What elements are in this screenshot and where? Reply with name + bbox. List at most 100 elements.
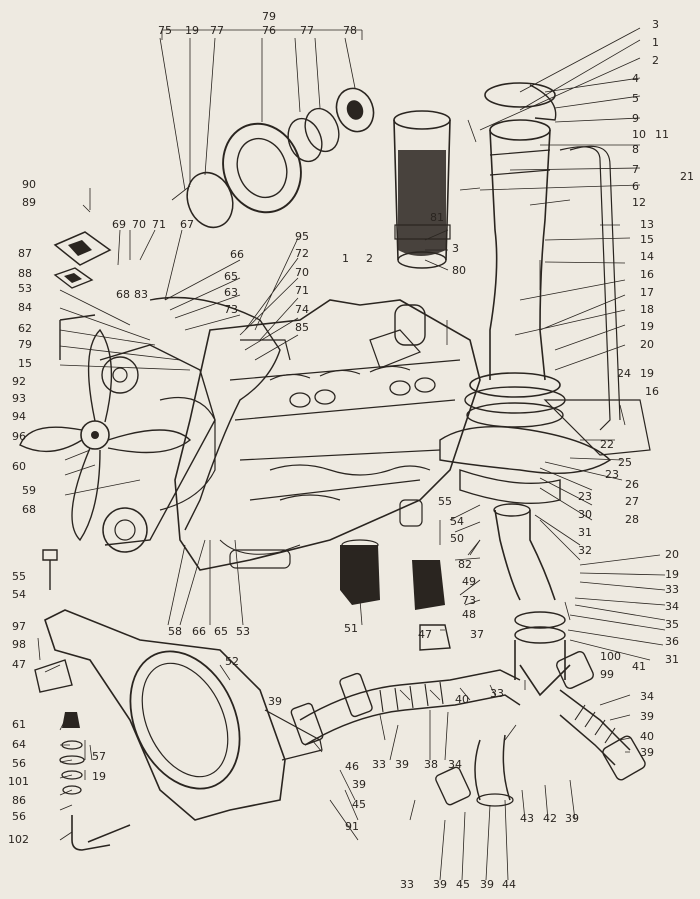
callout: 75 [158, 24, 172, 37]
callout: 61 [12, 718, 26, 731]
callout: 38 [424, 758, 438, 771]
callout: 43 [520, 812, 534, 825]
callout: 56 [12, 810, 26, 823]
callout: 19 [92, 770, 106, 783]
callout: 49 [462, 575, 476, 588]
callout: 82 [458, 558, 472, 571]
callout: 45 [456, 878, 470, 891]
callout: 9 [632, 112, 639, 125]
callout: 1 [652, 36, 659, 49]
callout: 78 [343, 24, 357, 37]
callout: 79 [18, 338, 32, 351]
callout: 3 [452, 242, 459, 255]
callout: 39 [352, 778, 366, 791]
callout: 102 [8, 833, 29, 846]
callout: 65 [224, 270, 238, 283]
callout: 8 [632, 143, 639, 156]
callout: 85 [295, 321, 309, 334]
callout: 13 [640, 218, 654, 231]
callout: 48 [462, 608, 476, 621]
callout: 33 [490, 687, 504, 700]
callout: 73 [224, 303, 238, 316]
callout: 74 [295, 303, 309, 316]
callout: 55 [12, 570, 26, 583]
callout: 64 [12, 738, 26, 751]
callout: 3 [652, 18, 659, 31]
callout: 20 [665, 548, 679, 561]
mount-blocks [34, 539, 451, 693]
callout: 6 [632, 180, 639, 193]
leader-lines [44, 27, 666, 881]
callout: 10 [632, 128, 646, 141]
callout: 92 [12, 375, 26, 388]
callout: 89 [22, 196, 36, 209]
callout: 39 [268, 695, 282, 708]
callout: 34 [448, 758, 462, 771]
callout: 5 [632, 92, 639, 105]
callout: 47 [418, 628, 432, 641]
callout: 40 [640, 730, 654, 743]
callout: 24 [617, 367, 631, 380]
callout: 2 [652, 54, 659, 67]
callout: 73 [462, 594, 476, 607]
callout: 66 [192, 625, 206, 638]
callout: 71 [152, 218, 166, 231]
callout: 15 [18, 357, 32, 370]
callout: 81 [430, 211, 444, 224]
callout: 83 [134, 288, 148, 301]
callout-labels: 79 75 19 77 76 77 78 3 1 2 4 5 9 10 11 8… [8, 10, 694, 891]
callout: 39 [640, 710, 654, 723]
oil-tube [59, 296, 291, 531]
callout: 26 [625, 478, 639, 491]
intake-pipe [439, 82, 651, 505]
fan [19, 328, 216, 553]
callout: 25 [618, 456, 632, 469]
callout: 15 [640, 233, 654, 246]
engine-mount-frame [44, 609, 323, 821]
callout: 34 [640, 690, 654, 703]
callout: 23 [578, 490, 592, 503]
callout: 22 [600, 438, 614, 451]
callout: 39 [640, 746, 654, 759]
callout: 2 [366, 252, 373, 265]
callout: 21 [680, 170, 694, 183]
callout: 98 [12, 638, 26, 651]
callout: 55 [438, 495, 452, 508]
callout: 19 [640, 320, 654, 333]
callout: 100 [600, 650, 621, 663]
callout: 1 [342, 252, 349, 265]
callout: 53 [18, 282, 32, 295]
callout: 42 [543, 812, 557, 825]
callout: 51 [344, 622, 358, 635]
callout: 86 [12, 794, 26, 807]
callout: 34 [665, 600, 679, 613]
callout: 44 [502, 878, 516, 891]
callout: 79 [262, 10, 276, 23]
callout: 66 [230, 248, 244, 261]
callout: 57 [92, 750, 106, 763]
callout: 11 [655, 128, 669, 141]
callout: 33 [665, 583, 679, 596]
callout: 27 [625, 495, 639, 508]
callout: 46 [345, 760, 359, 773]
callout: 16 [645, 385, 659, 398]
callout: 68 [116, 288, 130, 301]
callout: 39 [480, 878, 494, 891]
callout: 94 [12, 410, 26, 423]
air-filter [393, 110, 451, 269]
callout: 67 [180, 218, 194, 231]
callout: 101 [8, 775, 29, 788]
callout: 80 [452, 264, 466, 277]
callout: 31 [578, 526, 592, 539]
callout: 59 [22, 484, 36, 497]
callout: 54 [450, 515, 464, 528]
callout: 39 [395, 758, 409, 771]
callout: 18 [640, 303, 654, 316]
mount-stack [42, 549, 131, 851]
callout: 20 [640, 338, 654, 351]
callout: 16 [640, 268, 654, 281]
callout: 97 [12, 620, 26, 633]
callout: 69 [112, 218, 126, 231]
callout: 63 [224, 286, 238, 299]
callout: 52 [225, 655, 239, 668]
